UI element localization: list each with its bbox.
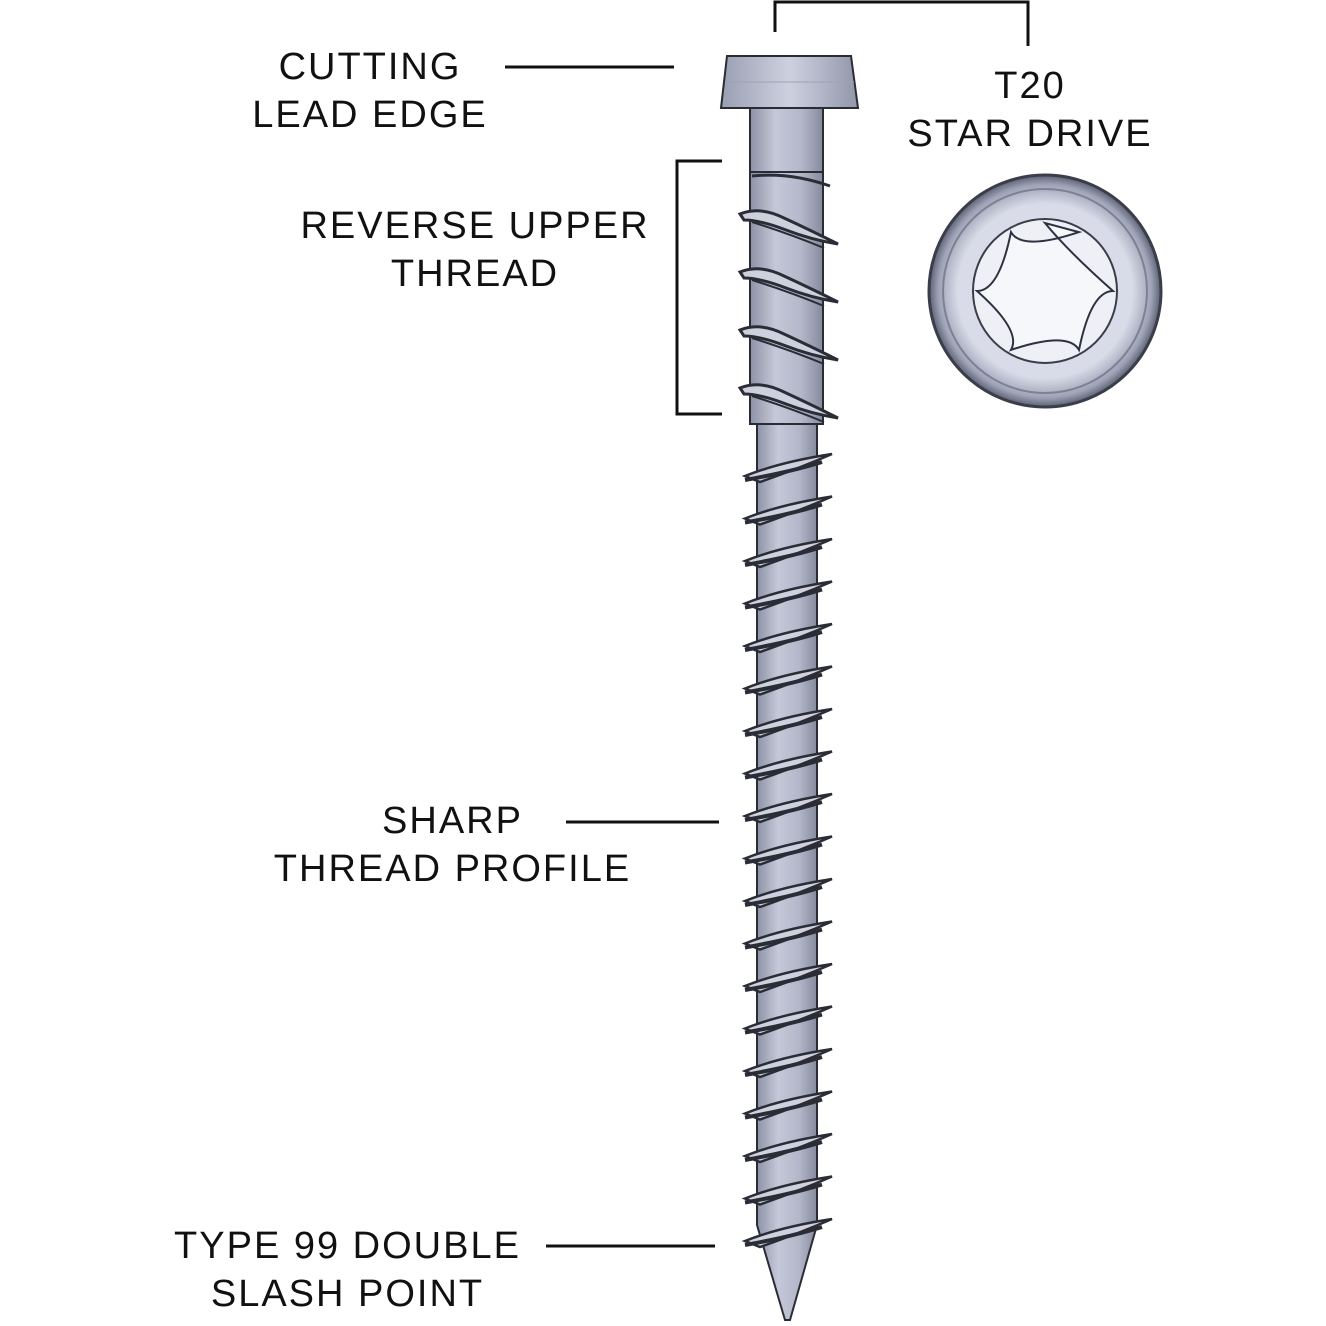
reverse-thread-fin (737, 383, 839, 420)
reverse-upper-thread-line1: REVERSE UPPER (300, 205, 650, 247)
reverse-thread-fin (737, 209, 839, 246)
reverse-upper-thread-label: REVERSE UPPER THREAD (290, 202, 660, 298)
thread-root-shadow (744, 1182, 823, 1205)
thread-root-shadow (744, 545, 823, 567)
reverse-thread-shadow (751, 279, 825, 307)
thread-root-shadow (744, 1012, 823, 1035)
reverse-thread-shadow (751, 395, 825, 423)
star-drive-label: T20 STAR DRIVE (890, 62, 1170, 158)
thread-root-shadow (744, 502, 823, 525)
sharp-thread-profile-line1: SHARP (382, 800, 523, 842)
sharp-thread-profile-line2: THREAD PROFILE (273, 848, 632, 890)
thread-root-shadow (744, 800, 823, 822)
thread-root-shadow (744, 460, 823, 482)
cutting-lead-edge-line1: CUTTING (278, 46, 462, 88)
reverse-thread-bracket (675, 159, 722, 416)
sharp-thread-profile-label: SHARP THREAD PROFILE (255, 797, 650, 893)
cutting-lead-edge-label: CUTTING LEAD EDGE (230, 43, 510, 139)
thread-root-shadow (744, 672, 823, 695)
thread-root-shadow (744, 757, 823, 780)
thread-root-shadow (744, 587, 823, 610)
torx-star-icon (974, 221, 1116, 353)
thread-root-shadow (744, 715, 823, 737)
star-drive-view (927, 173, 1163, 409)
thread-root-shadow (744, 630, 823, 652)
reverse-thread-fin (737, 267, 839, 304)
slash-point-label: TYPE 99 DOUBLE SLASH POINT (150, 1222, 545, 1318)
screw-neck (749, 107, 824, 175)
reverse-threads (737, 173, 839, 423)
reverse-upper-thread-line2: THREAD (390, 253, 560, 295)
slash-point-line1: TYPE 99 DOUBLE (174, 1225, 521, 1267)
thread-collar-line (751, 173, 831, 188)
main-threads (741, 452, 833, 1249)
reverse-thread-fin (737, 325, 839, 362)
reverse-thread-shadow (751, 221, 825, 249)
thread-root-shadow (744, 1140, 823, 1162)
thread-root-shadow (744, 842, 823, 865)
thread-root-shadow (744, 1097, 823, 1120)
cutting-lead-edge-line2: LEAD EDGE (252, 94, 488, 136)
star-drive-bracket (773, 0, 1030, 46)
thread-root-shadow (744, 927, 823, 950)
screw-head (719, 55, 860, 109)
slash-point-line2: SLASH POINT (210, 1273, 485, 1315)
thread-root-shadow (744, 885, 823, 907)
thread-root-shadow (744, 970, 823, 992)
star-drive-line2: STAR DRIVE (907, 113, 1153, 155)
reverse-thread-shadow (751, 337, 825, 365)
star-drive-line1: T20 (994, 65, 1066, 107)
thread-root-shadow (744, 1055, 823, 1077)
thread-root-shadow (744, 1225, 823, 1247)
